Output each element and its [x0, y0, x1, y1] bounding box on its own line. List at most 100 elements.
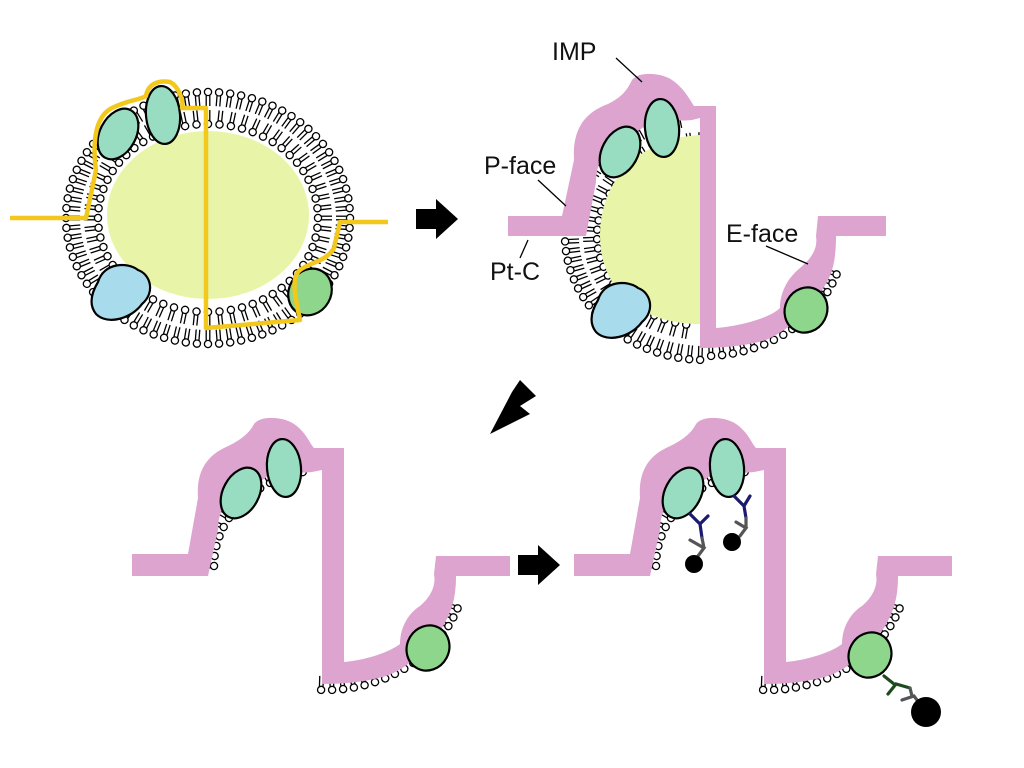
lipid-molecule: [214, 109, 226, 130]
lipid-molecule: [291, 150, 312, 169]
lipid-molecule: [243, 93, 258, 114]
arrow-right-icon: [416, 199, 458, 239]
e-face-leader: [765, 245, 809, 265]
protein-green: [847, 631, 893, 679]
protein-blue: [590, 281, 652, 339]
lipid-molecule: [223, 327, 235, 348]
half-cell-interior: [600, 135, 700, 324]
lipid-molecule: [190, 306, 202, 327]
protein-green: [405, 624, 451, 672]
protein-teal-1: [96, 107, 140, 161]
p-face-leader: [537, 179, 567, 207]
lipid-molecule: [651, 337, 666, 358]
lipid-molecule: [214, 306, 226, 327]
lipid-molecule: [61, 203, 82, 214]
primary-antibody: [732, 494, 752, 520]
lipid-molecule: [333, 193, 354, 205]
protein-teal-1: [661, 466, 705, 520]
fracture-plane: [10, 79, 388, 331]
replica-coat: [132, 417, 510, 684]
lipid-molecule: [62, 193, 83, 205]
primary-antibody: [688, 512, 710, 540]
lipid-molecule: [275, 134, 295, 154]
lipid-molecule: [236, 302, 251, 323]
secondary-antibody: [688, 536, 707, 558]
lipid-molecule: [312, 202, 333, 213]
lipid-molecule: [233, 325, 247, 346]
protein-teal-2: [265, 437, 303, 499]
lipid-molecule: [233, 90, 247, 111]
panel-cleaned-replica: [132, 417, 510, 695]
lipid-molecule: [190, 109, 202, 130]
imp-pair: [598, 97, 681, 179]
protein-teal-2: [643, 97, 681, 159]
protein-blue: [90, 263, 152, 321]
gold-particle: [723, 533, 741, 551]
lipid-molecule: [83, 223, 104, 234]
antibody-gold-1: [685, 512, 710, 573]
lipid-molecule: [169, 325, 183, 346]
p-face-label: P-face: [484, 152, 556, 180]
lipid-molecule: [582, 234, 602, 244]
pt-c-leader: [519, 239, 529, 259]
imp-leader: [615, 57, 643, 83]
lipid-molecule: [247, 117, 263, 138]
lipid-molecule: [192, 87, 203, 108]
arrow-down-left-icon: [490, 380, 536, 434]
lipid-molecule: [583, 243, 603, 255]
lipid-molecule: [203, 329, 213, 349]
gold-particle: [911, 697, 941, 727]
imp-pair: [661, 437, 746, 520]
antibody-gold-3: [882, 674, 941, 727]
lipid-molecule: [225, 304, 238, 325]
protein-pair-top: [96, 84, 182, 161]
lipid-molecule: [203, 87, 213, 107]
protein-teal-2: [144, 84, 182, 146]
lipid-molecule: [312, 223, 333, 234]
panel-immunolabeled-replica: [574, 417, 952, 727]
panel-intact-cell: [10, 79, 388, 349]
secondary-antibody: [734, 516, 749, 538]
lipid-molecule: [178, 304, 191, 325]
primary-antibody: [882, 674, 912, 696]
lipid-molecule: [310, 232, 331, 245]
lipid-molecule: [165, 302, 180, 323]
lipid-molecule: [662, 340, 676, 361]
lipid-molecule: [61, 222, 82, 233]
replica-coat: [508, 73, 886, 348]
lipid-molecule: [64, 183, 86, 197]
lipid-molecule: [684, 344, 696, 364]
lipid-molecule: [560, 236, 580, 246]
lipid-molecule: [62, 231, 83, 243]
protein-green: [783, 286, 829, 334]
pt-c-label: Pt-C: [490, 258, 540, 286]
lipid-molecule: [283, 142, 304, 161]
lipid-molecule: [225, 111, 238, 132]
lipid-molecule: [247, 298, 263, 319]
lipid-molecule: [213, 87, 224, 108]
lipid-molecule: [313, 213, 333, 223]
lipid-molecule: [330, 183, 352, 197]
lipid-molecule: [562, 253, 583, 266]
gold-particle: [685, 555, 703, 573]
lipid-molecule: [236, 113, 251, 134]
arrow-right-icon: [518, 545, 560, 585]
protein-teal-2: [708, 437, 746, 499]
lipid-molecule: [192, 328, 203, 349]
lipid-molecule: [673, 342, 686, 363]
lipid-molecule: [213, 328, 224, 349]
lipid-molecule: [158, 322, 173, 343]
lipid-molecule: [64, 239, 86, 253]
lipid-molecule: [153, 298, 169, 319]
protein-teal-1: [598, 125, 642, 179]
lipid-molecule: [334, 203, 355, 214]
lipid-molecule: [561, 245, 581, 256]
imp-pair: [219, 437, 303, 520]
panel-fractured-replica: IMP P-face Pt-C E-face: [484, 38, 886, 365]
lipid-molecule: [85, 232, 106, 245]
antibody-gold-2: [723, 494, 752, 551]
imp-label: IMP: [552, 38, 596, 66]
protein-teal-1: [219, 466, 263, 520]
replica-coat: [574, 417, 952, 684]
lipid-molecule: [223, 88, 235, 109]
